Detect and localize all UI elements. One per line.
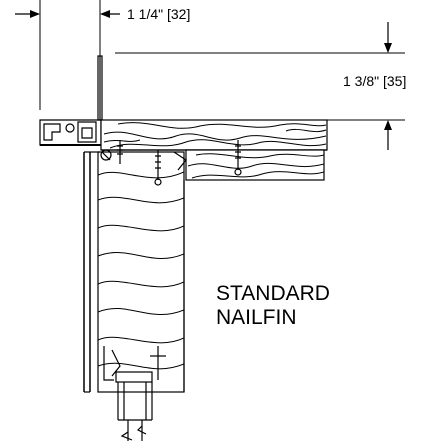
caption-line-2: NAILFIN: [216, 306, 297, 329]
interior-stop: [185, 149, 325, 181]
horizontal-dimension: [15, 0, 120, 110]
nailfin: [97, 55, 103, 121]
bottom-hardware: [103, 346, 166, 441]
vertical-dimension-label: 1 3/8" [35]: [343, 73, 406, 89]
horizontal-dimension-label: 1 1/4" [32]: [127, 6, 190, 22]
side-jamb: [97, 151, 185, 393]
head-jamb: [100, 119, 328, 151]
clad-extrusion: [39, 119, 102, 146]
caption-line-1: STANDARD: [216, 282, 330, 305]
side-cladding: [83, 151, 100, 393]
fasteners-head: [100, 140, 242, 186]
vertical-dimension: [115, 22, 405, 150]
